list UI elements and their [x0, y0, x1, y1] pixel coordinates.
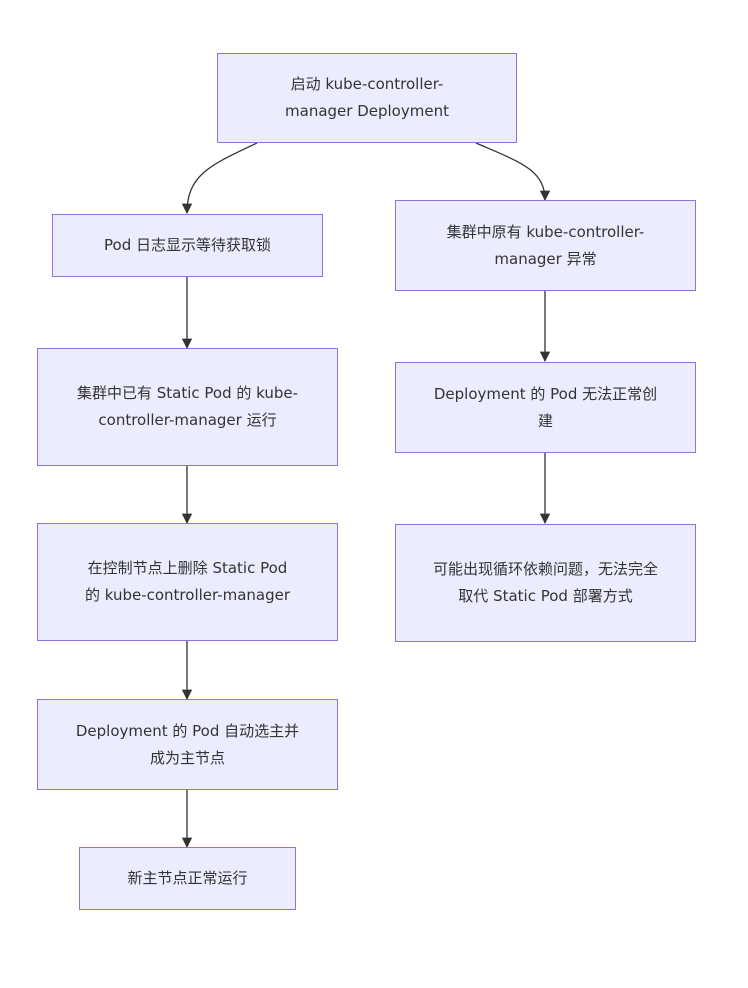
node-label: 可能出现循环依赖问题，无法完全取代 Static Pod 部署方式	[433, 560, 659, 605]
node-label: 集群中原有 kube-controller-manager 异常	[446, 222, 645, 268]
node-label: 集群中已有 Static Pod 的 kube-controller-manag…	[76, 384, 299, 429]
edge-a-g	[475, 142, 551, 202]
node-label: Deployment 的 Pod 自动选主并成为主节点	[75, 721, 300, 767]
node-label: 新主节点正常运行	[127, 869, 248, 887]
node-static-pod-running: 集群中已有 Static Pod 的 kube-controller-manag…	[37, 348, 338, 466]
node-pod-cannot-create: Deployment 的 Pod 无法正常创建	[395, 362, 696, 453]
node-delete-static-pod: 在控制节点上删除 Static Pod 的 kube-controller-ma…	[37, 523, 338, 641]
node-label: Pod 日志显示等待获取锁	[104, 236, 271, 254]
node-circular-dependency: 可能出现循环依赖问题，无法完全取代 Static Pod 部署方式	[395, 524, 696, 642]
node-original-abnormal: 集群中原有 kube-controller-manager 异常	[395, 200, 696, 291]
node-start-deployment: 启动 kube-controller-manager Deployment	[217, 53, 517, 143]
node-leader-election: Deployment 的 Pod 自动选主并成为主节点	[37, 699, 338, 790]
node-new-leader-running: 新主节点正常运行	[79, 847, 296, 910]
node-label: 在控制节点上删除 Static Pod 的 kube-controller-ma…	[84, 559, 291, 604]
node-label: Deployment 的 Pod 无法正常创建	[433, 384, 658, 430]
edge-a-b	[181, 142, 258, 215]
node-label: 启动 kube-controller-manager Deployment	[285, 75, 449, 120]
node-pod-log-waiting-lock: Pod 日志显示等待获取锁	[52, 214, 323, 277]
